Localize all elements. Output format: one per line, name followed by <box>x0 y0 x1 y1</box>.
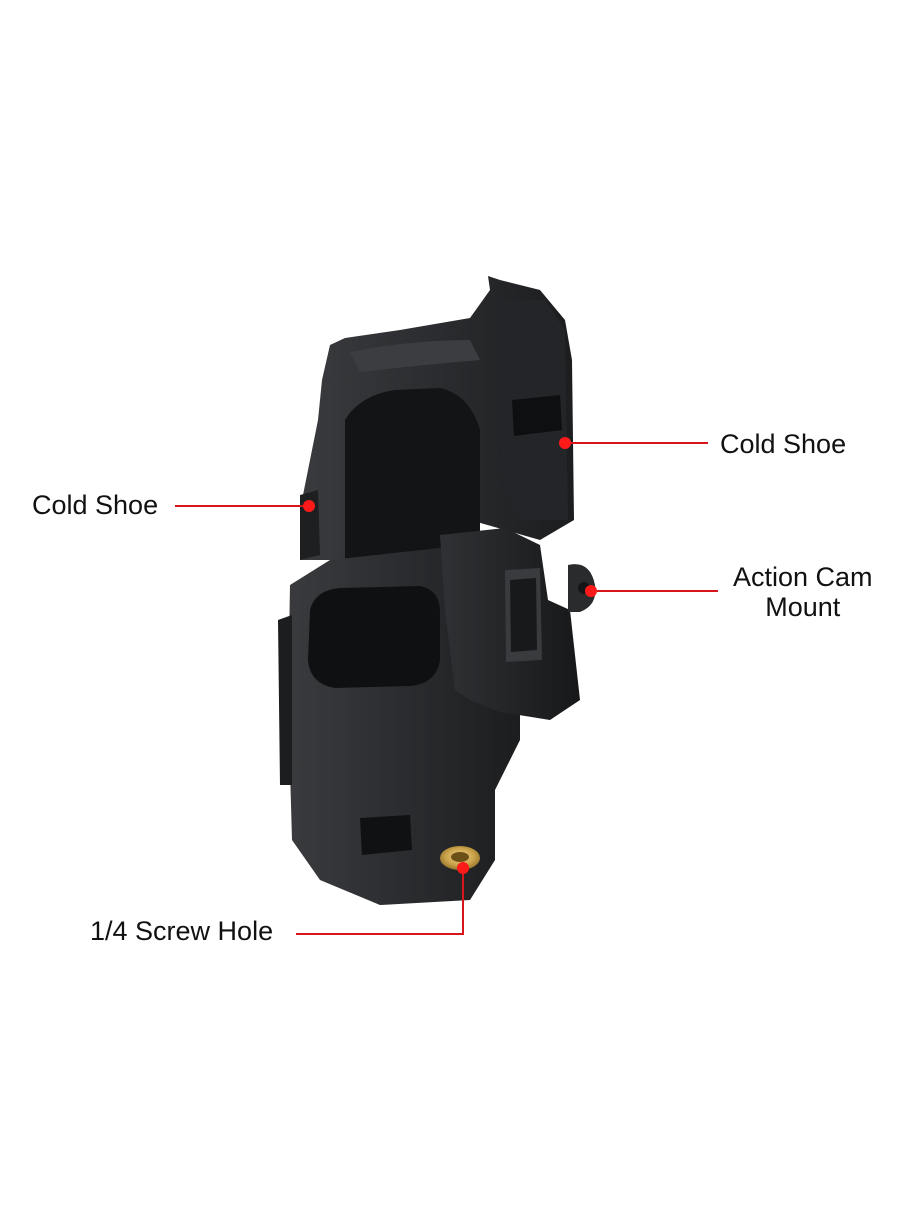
marker-dots <box>303 437 597 874</box>
label-cold-shoe-left: Cold Shoe <box>32 490 159 520</box>
front-opening <box>308 586 440 688</box>
marker-action-cam <box>585 585 597 597</box>
marker-cold-shoe-right <box>559 437 571 449</box>
label-action-cam-mount: Action Cam Mount <box>733 562 873 622</box>
label-screw-hole: 1/4 Screw Hole <box>90 916 274 946</box>
cradle-opening <box>345 388 480 560</box>
leader-screw-hole <box>296 870 464 935</box>
label-cold-shoe-right: Cold Shoe <box>720 429 847 459</box>
label-action-cam-mount-line1: Action Cam <box>733 562 873 592</box>
label-action-cam-mount-line2: Mount <box>765 592 841 622</box>
cold-shoe-slot-right <box>512 395 562 436</box>
marker-screw-hole <box>457 862 469 874</box>
marker-cold-shoe-left <box>303 500 315 512</box>
leader-lines <box>175 442 718 935</box>
